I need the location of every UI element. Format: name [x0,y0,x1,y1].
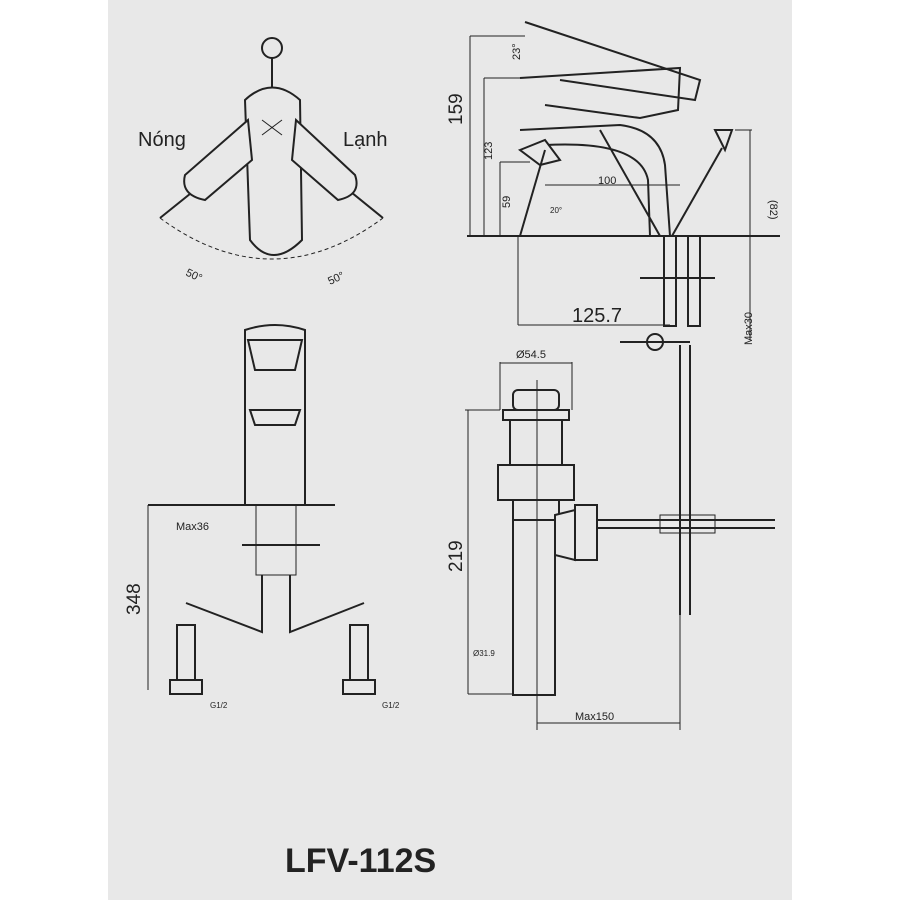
drain-view: Ø54.5 219 Ø31.9 Max150 [446,345,775,730]
dim-82: (82) [767,200,779,220]
angle-left: 50° [184,267,204,285]
front-view: Max36 348 G1/2 G1/2 [124,324,400,710]
dim-max36: Max36 [176,521,209,533]
thread-right: G1/2 [382,701,400,710]
dim-20deg: 20° [550,206,562,215]
dim-max150: Max150 [575,711,614,723]
dim-diameter-31-9: Ø31.9 [473,649,495,658]
dim-123: 123 [483,142,495,160]
model-number: LFV-112S [285,842,436,880]
dim-23deg: 23° [511,43,523,60]
dim-diameter-54-5: Ø54.5 [516,349,546,361]
cold-label: Lạnh [343,129,388,151]
top-view: Nóng Lạnh 50° 50° [138,37,388,288]
dim-125-7: 125.7 [572,305,622,327]
hot-label: Nóng [138,129,186,151]
angle-right: 50° [326,270,346,288]
dim-max30: Max30 [743,312,755,345]
dim-100: 100 [598,175,616,187]
dim-59: 59 [501,196,513,208]
dim-159: 159 [446,93,467,125]
side-view: 159 23° 123 59 20° 100 (82) 125.7 Max30 [446,21,780,351]
thread-left: G1/2 [210,701,228,710]
dim-219: 219 [446,540,467,572]
dim-348: 348 [124,583,145,615]
